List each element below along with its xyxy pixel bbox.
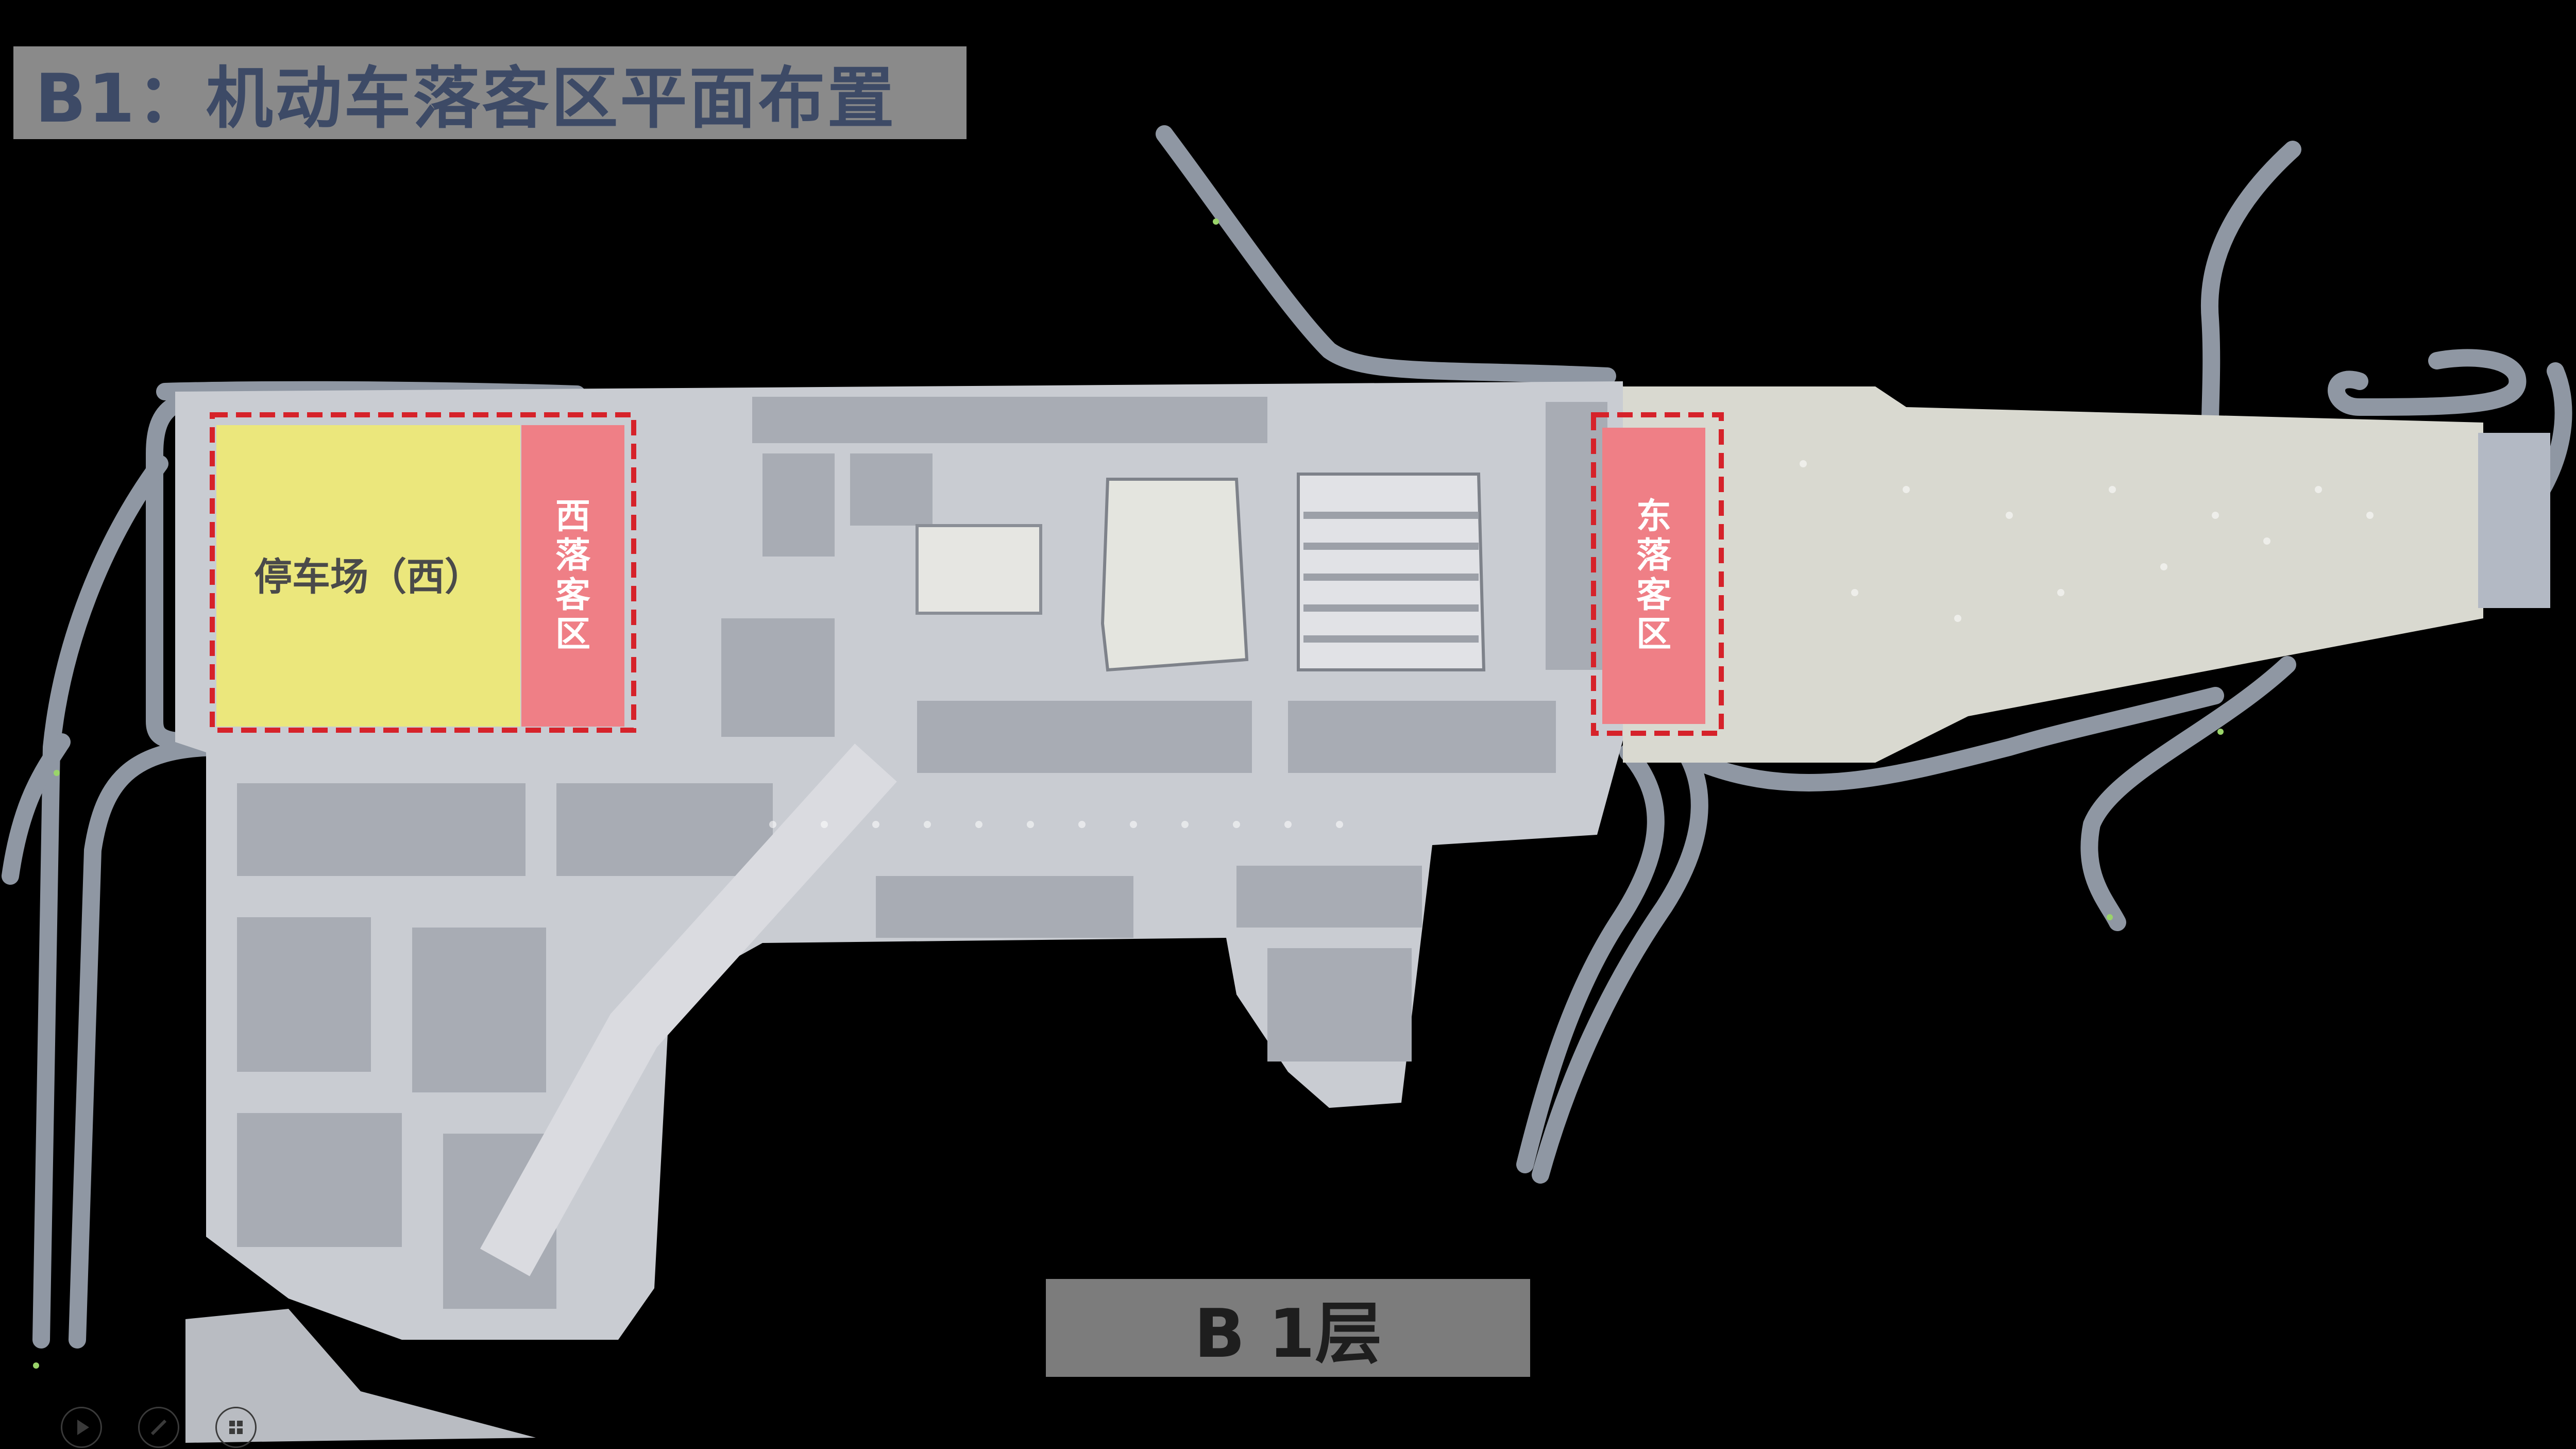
central-hall-west bbox=[1100, 478, 1249, 672]
parking-west-text: 停车场（西） bbox=[254, 555, 483, 599]
parking-west-label: 停车场（西） bbox=[216, 546, 520, 601]
column-grid bbox=[769, 460, 2374, 828]
title-banner: B1：机动车落客区平面布置 bbox=[13, 46, 967, 139]
road-northeast-branch bbox=[2201, 141, 2301, 431]
slideshow-play-icon[interactable] bbox=[61, 1407, 102, 1448]
west-dropoff-char: 西 bbox=[555, 496, 590, 537]
road-east-loop bbox=[2328, 349, 2527, 416]
diagonal-corridor bbox=[480, 744, 897, 1276]
east-concourse bbox=[1623, 386, 2483, 763]
pen-icon[interactable] bbox=[138, 1407, 179, 1448]
road-northwest bbox=[1156, 125, 1616, 385]
central-core bbox=[916, 524, 1042, 615]
east-dropoff-label: 东 落 客 区 bbox=[1602, 428, 1705, 724]
west-dropoff-char: 客 bbox=[555, 575, 590, 616]
hall-roof-stripes bbox=[1303, 512, 1479, 643]
road-southeast bbox=[2080, 656, 2296, 931]
west-dropoff-outline bbox=[210, 412, 636, 733]
west-dropoff-label: 西 落 客 区 bbox=[521, 425, 624, 727]
east-dropoff-char: 客 bbox=[1636, 575, 1671, 616]
west-dropoff-char: 落 bbox=[555, 535, 590, 577]
west-parking-area bbox=[216, 425, 520, 727]
west-dropoff-char: 区 bbox=[555, 614, 590, 655]
road-east-connector bbox=[1691, 687, 2224, 791]
road-west-curve bbox=[69, 738, 230, 1349]
east-dropoff-outline bbox=[1591, 412, 1724, 736]
central-hall-east bbox=[1297, 473, 1486, 671]
road-west-north bbox=[32, 455, 168, 1349]
floor-badge: B 1层 bbox=[1046, 1279, 1530, 1377]
west-dropoff-area bbox=[521, 425, 624, 727]
east-dropoff-area bbox=[1602, 428, 1705, 724]
road-south-a bbox=[1532, 723, 1708, 1184]
interior-rooms bbox=[237, 397, 1607, 1309]
road-west-edge bbox=[2, 733, 71, 885]
road-south-b bbox=[1516, 744, 1665, 1173]
east-dropoff-char: 区 bbox=[1636, 614, 1671, 655]
east-dropoff-char: 东 bbox=[1636, 496, 1671, 537]
floor-label: B 1层 bbox=[1194, 1294, 1382, 1373]
southwest-wing bbox=[185, 1309, 536, 1443]
page-title: B1：机动车落客区平面布置 bbox=[35, 59, 896, 138]
grid-icon[interactable] bbox=[215, 1407, 257, 1448]
vehicle-markers bbox=[33, 218, 2224, 1369]
east-terminal-end bbox=[2478, 433, 2550, 608]
east-dropoff-char: 落 bbox=[1636, 535, 1671, 577]
